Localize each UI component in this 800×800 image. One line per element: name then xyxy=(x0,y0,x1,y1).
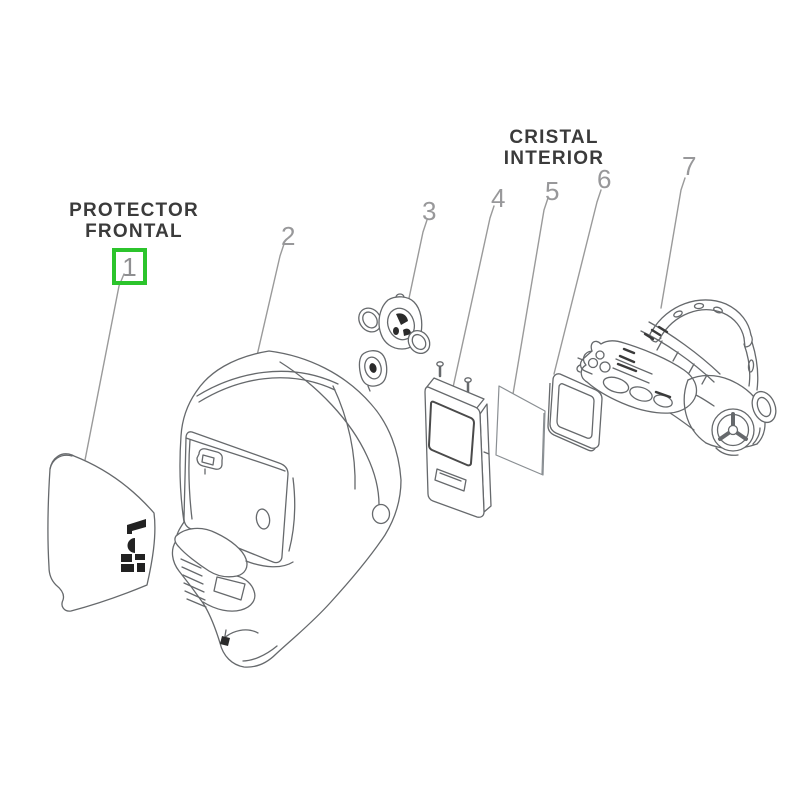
shell-hole-right xyxy=(371,503,391,525)
certification-marks xyxy=(121,519,146,572)
leader-line-5 xyxy=(511,197,549,401)
label-protector-frontal: PROTECTOR FRONTAL xyxy=(49,200,219,242)
part-front-protector-lens xyxy=(47,453,156,612)
headgear-texture-marks xyxy=(616,325,672,399)
label-cristal-interior-line1: CRISTAL xyxy=(509,127,599,148)
leader-line-7 xyxy=(660,177,686,309)
label-protector-frontal-line2: FRONTAL xyxy=(85,221,183,242)
leader-line-2 xyxy=(249,243,285,387)
label-cristal-interior: CRISTAL INTERIOR xyxy=(469,127,639,169)
callout-7-number: 7 xyxy=(682,151,697,181)
cartridge-front-face xyxy=(424,386,485,518)
callout-3[interactable]: 3 xyxy=(422,198,436,224)
label-cristal-interior-line2: INTERIOR xyxy=(503,148,605,169)
chin-vent xyxy=(213,576,246,601)
band-end-tip xyxy=(579,350,593,375)
latch-detail xyxy=(196,448,223,470)
part-lens-retaining-frame xyxy=(547,373,603,452)
label-protector-frontal-line1: PROTECTOR xyxy=(69,200,199,221)
leader-line-1 xyxy=(77,273,125,497)
callout-5[interactable]: 5 xyxy=(545,178,559,204)
leader-line-6 xyxy=(553,189,602,375)
pivot-point xyxy=(220,636,230,646)
callout-1-highlighted[interactable]: 1 xyxy=(112,248,147,285)
side-pivot-disc xyxy=(751,390,777,424)
callout-4-number: 4 xyxy=(491,183,506,213)
callout-6-number: 6 xyxy=(597,164,612,194)
part-cartridge-holder xyxy=(424,361,492,518)
callout-3-number: 3 xyxy=(422,196,437,226)
leader-line-4 xyxy=(451,205,495,393)
crown-band xyxy=(651,299,752,336)
callout-2-number: 2 xyxy=(281,221,296,251)
part-headgear-assembly xyxy=(576,299,777,456)
leader-line-3 xyxy=(407,219,428,304)
leader-lines xyxy=(77,177,686,497)
callout-6[interactable]: 6 xyxy=(597,166,611,192)
callout-2[interactable]: 2 xyxy=(281,223,295,249)
cartridge-view-window xyxy=(428,400,475,467)
part-helmet-shell xyxy=(171,350,402,668)
part-adjustment-knob-set xyxy=(358,293,431,392)
callout-4[interactable]: 4 xyxy=(491,185,505,211)
rear-cradle xyxy=(687,374,766,445)
callout-7[interactable]: 7 xyxy=(682,153,696,179)
part-inner-lens-glass xyxy=(495,385,546,476)
cartridge-slide-latch xyxy=(434,468,467,492)
callout-5-number: 5 xyxy=(545,176,560,206)
shell-hole-left xyxy=(255,508,271,530)
callout-1-number: 1 xyxy=(122,251,137,282)
